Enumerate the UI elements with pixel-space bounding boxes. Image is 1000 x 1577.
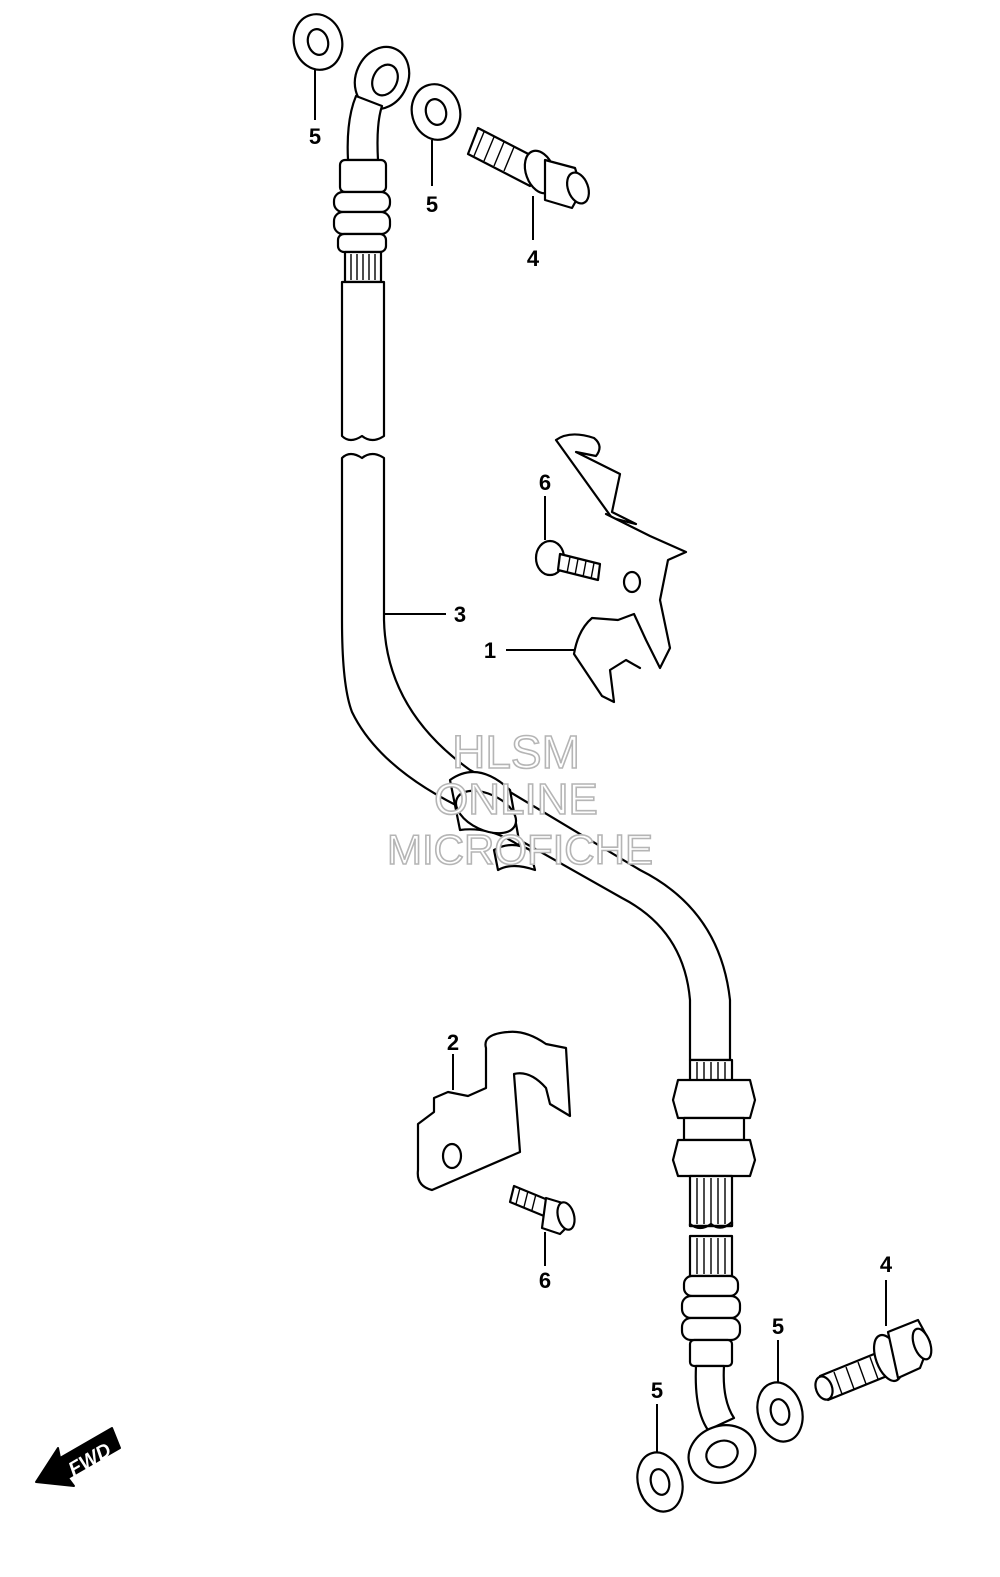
watermark-line-2: ONLINE	[434, 775, 598, 824]
fwd-arrow-icon: FWD	[35, 1427, 121, 1487]
union-bolt-4-top[interactable]	[466, 126, 593, 210]
bracket-2[interactable]	[416, 1030, 572, 1192]
watermark: HLSM ONLINE MICROFICHE	[386, 725, 654, 874]
watermark-line-1: HLSM	[452, 726, 580, 778]
callout-5-bottom-left[interactable]: 5	[651, 1378, 663, 1403]
callout-5-bottom-right[interactable]: 5	[772, 1314, 784, 1339]
callout-3[interactable]: 3	[454, 602, 466, 627]
callout-2[interactable]: 2	[447, 1030, 459, 1055]
union-bolt-4-bottom[interactable]	[812, 1318, 935, 1402]
bracket-1[interactable]	[554, 433, 688, 704]
callout-6-upper[interactable]: 6	[539, 470, 551, 495]
callout-5-top-left[interactable]: 5	[309, 124, 321, 149]
washer-5-bottom-right[interactable]	[751, 1377, 809, 1446]
callout-4-top[interactable]: 4	[527, 246, 540, 271]
callout-6-lower[interactable]: 6	[539, 1268, 551, 1293]
watermark-line-3: MICROFICHE	[387, 826, 653, 873]
callout-5-top-right[interactable]: 5	[426, 192, 438, 217]
washer-5-top-right[interactable]	[406, 79, 467, 146]
washer-5-top-left[interactable]	[288, 9, 349, 76]
bolt-6-lower[interactable]	[508, 1184, 577, 1236]
brake-hose-3[interactable]	[332, 38, 764, 1492]
callout-4-bottom[interactable]: 4	[880, 1252, 893, 1277]
callout-1[interactable]: 1	[484, 638, 496, 663]
washer-5-bottom-left[interactable]	[631, 1447, 689, 1516]
bolt-6-upper[interactable]	[534, 539, 602, 582]
